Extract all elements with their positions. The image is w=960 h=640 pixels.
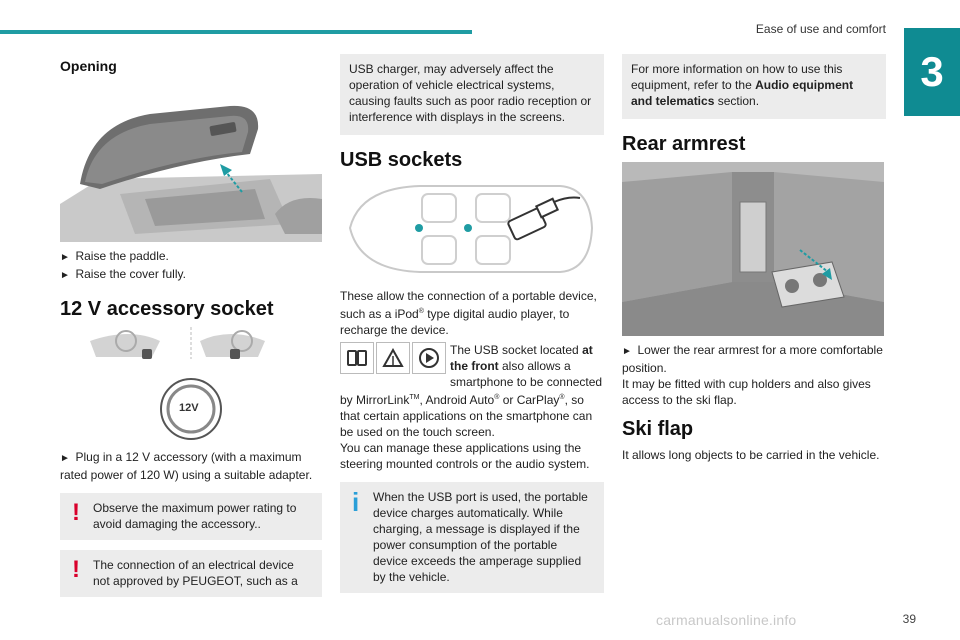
carplay-icon — [412, 342, 446, 374]
warning-continued: USB charger, may adversely affect the op… — [340, 54, 604, 135]
rear-armrest-text: It may be fitted with cup holders and al… — [622, 377, 871, 407]
column-middle: USB charger, may adversely affect the op… — [340, 50, 604, 593]
android-auto-icon — [376, 342, 410, 374]
header-accent-bar — [0, 30, 472, 34]
warning-power-rating: ! Observe the maximum power rating to av… — [60, 493, 322, 540]
usb-front-block: The USB socket located at the front also… — [340, 342, 604, 440]
info-icon: i — [352, 487, 360, 517]
app-logos — [340, 342, 446, 374]
warning-icon: ! — [72, 499, 80, 526]
usb-intro-text: These allow the connection of a portable… — [340, 289, 597, 337]
rear-armrest-illustration — [622, 162, 884, 336]
watermark-text: carmanualsonline.info — [656, 612, 797, 628]
opening-step-1: Raise the paddle. — [60, 248, 322, 266]
armrest-opening-illustration — [60, 84, 322, 242]
accessory-socket-illustration: 12V — [60, 327, 322, 445]
socket-label: 12V — [179, 402, 199, 414]
rear-armrest-step: Lower the rear armrest for a more comfor… — [622, 342, 886, 376]
ski-flap-text: It allows long objects to be carried in … — [622, 448, 880, 462]
column-left: Opening Raise the paddle. Raise the cove… — [60, 50, 322, 597]
usb-sockets-heading: USB sockets — [340, 149, 463, 171]
ski-flap-heading: Ski flap — [622, 418, 694, 440]
warning-icon: ! — [72, 556, 80, 583]
info-usb-charging: i When the USB port is used, the portabl… — [340, 482, 604, 593]
opening-heading: Opening — [60, 58, 117, 74]
accessory-socket-heading: 12 V accessory socket — [60, 298, 274, 320]
info-box-audio-reference: For more information on how to use this … — [622, 54, 886, 119]
warning-unapproved-device: ! The connection of an electrical device… — [60, 550, 322, 597]
page-number: 39 — [902, 612, 916, 626]
section-title: Ease of use and comfort — [755, 22, 886, 36]
column-right: For more information on how to use this … — [622, 50, 886, 463]
opening-step-2: Raise the cover fully. — [60, 266, 322, 284]
usb-manage-text: You can manage these applications using … — [340, 441, 590, 471]
accessory-step: Plug in a 12 V accessory (with a maximum… — [60, 449, 322, 483]
mirrorlink-icon — [340, 342, 374, 374]
usb-sockets-illustration — [340, 178, 604, 280]
chapter-number-tab: 3 — [904, 28, 960, 116]
usb-front-text: The USB socket located at the front also… — [340, 343, 603, 439]
rear-armrest-heading: Rear armrest — [622, 133, 746, 155]
